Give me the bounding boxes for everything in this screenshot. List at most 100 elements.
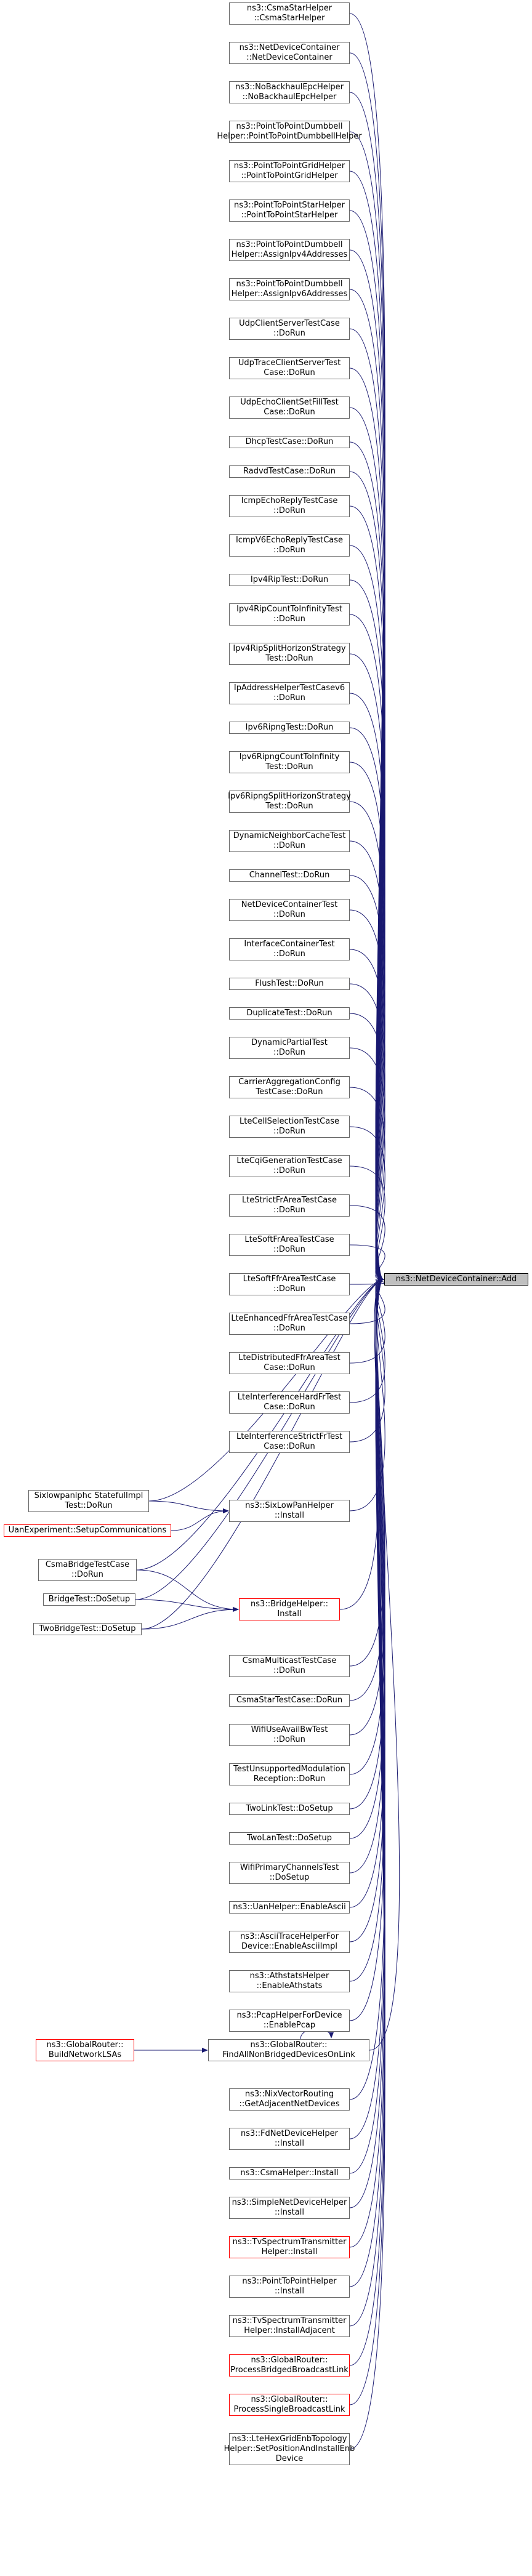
- node-label-line: LteInterferenceHardFrTest: [237, 1393, 342, 1402]
- caller-node-callers-34[interactable]: LteSoftFfrAreaTestCase::DoRun: [229, 1273, 350, 1295]
- node-label-line: LteInterferenceStrictFrTest: [236, 1432, 342, 1441]
- caller-node-two-bridge-test-dosetup[interactable]: TwoBridgeTest::DoSetup: [33, 1623, 142, 1635]
- node-label-line: TwoBridgeTest::DoSetup: [39, 1624, 136, 1633]
- caller-node-callers-15[interactable]: Ipv4RipTest::DoRun: [229, 574, 350, 586]
- caller-node-callers-24[interactable]: NetDeviceContainerTest::DoRun: [229, 899, 350, 921]
- caller-node-global-router-build-lsas[interactable]: ns3::GlobalRouter::BuildNetworkLSAs: [36, 2039, 134, 2061]
- caller-node-callers-30[interactable]: LteCellSelectionTestCase::DoRun: [229, 1116, 350, 1138]
- node-label-line: Case::DoRun: [264, 408, 315, 417]
- caller-node-callers3-2[interactable]: ns3::CsmaHelper::Install: [229, 2167, 350, 2180]
- caller-node-callers3-7[interactable]: ns3::GlobalRouter::ProcessBridgedBroadca…: [229, 2354, 350, 2377]
- caller-node-callers-14[interactable]: IcmpV6EchoReplyTestCase::DoRun: [229, 534, 350, 557]
- caller-node-callers2-0[interactable]: CsmaMulticastTestCase::DoRun: [229, 1655, 350, 1677]
- caller-node-callers-26[interactable]: FlushTest::DoRun: [229, 978, 350, 990]
- node-label-line: ::EnablePcap: [263, 2021, 316, 2030]
- caller-node-callers3-8[interactable]: ns3::GlobalRouter::ProcessSingleBroadcas…: [229, 2394, 350, 2416]
- caller-node-callers2-9[interactable]: ns3::AthstatsHelper::EnableAthstats: [229, 1970, 350, 1992]
- node-label-line: ns3::LteHexGridEnbTopology: [232, 2434, 347, 2444]
- caller-node-callers2-4[interactable]: TwoLinkTest::DoSetup: [229, 1803, 350, 1815]
- caller-node-callers-25[interactable]: InterfaceContainerTest::DoRun: [229, 938, 350, 960]
- caller-node-callers3-0[interactable]: ns3::NixVectorRouting::GetAdjacentNetDev…: [229, 2088, 350, 2111]
- node-label-line: Case::DoRun: [264, 1442, 315, 1451]
- caller-node-global-router-find-non-bridged[interactable]: ns3::GlobalRouter::FindAllNonBridgedDevi…: [208, 2039, 369, 2061]
- node-label-line: ns3::SimpleNetDeviceHelper: [232, 2198, 347, 2207]
- node-label-line: ::Install: [275, 2287, 304, 2296]
- caller-node-callers3-1[interactable]: ns3::FdNetDeviceHelper::Install: [229, 2128, 350, 2150]
- node-label-line: DuplicateTest::DoRun: [246, 1008, 332, 1018]
- caller-node-callers-19[interactable]: Ipv6RipngTest::DoRun: [229, 722, 350, 734]
- caller-node-callers-23[interactable]: ChannelTest::DoRun: [229, 869, 350, 882]
- node-label-line: CsmaStarTestCase::DoRun: [236, 1696, 343, 1705]
- node-label-line: Helper::InstallAdjacent: [244, 2326, 335, 2335]
- node-label-line: ns3::NetDeviceContainer: [239, 43, 340, 52]
- caller-node-callers-5[interactable]: ns3::PointToPointStarHelper::PointToPoin…: [229, 199, 350, 222]
- caller-node-callers-28[interactable]: DynamicPartialTest::DoRun: [229, 1037, 350, 1059]
- node-label-line: ProcessSingleBroadcastLink: [233, 2405, 345, 2414]
- caller-node-callers-0[interactable]: ns3::CsmaStarHelper::CsmaStarHelper: [229, 2, 350, 25]
- edge-to-target: [349, 1277, 385, 1443]
- caller-node-callers-22[interactable]: DynamicNeighborCacheTest::DoRun: [229, 830, 350, 852]
- caller-node-callers-2[interactable]: ns3::NoBackhaulEpcHelper::NoBackhaulEpcH…: [229, 81, 350, 103]
- caller-node-uan-setup-communications[interactable]: UanExperiment::SetupCommunications: [4, 1524, 171, 1537]
- caller-node-callers2-5[interactable]: TwoLanTest::DoSetup: [229, 1832, 350, 1845]
- caller-node-callers-1[interactable]: ns3::NetDeviceContainer::NetDeviceContai…: [229, 42, 350, 64]
- caller-node-callers-4[interactable]: ns3::PointToPointGridHelper::PointToPoin…: [229, 160, 350, 182]
- caller-node-bridge-test-dosetup[interactable]: BridgeTest::DoSetup: [43, 1593, 135, 1606]
- node-label-line: FlushTest::DoRun: [255, 979, 324, 988]
- caller-node-callers2-2[interactable]: WifiUseAvailBwTest::DoRun: [229, 1724, 350, 1746]
- node-label-line: ::DoRun: [71, 1570, 103, 1579]
- caller-node-callers-13[interactable]: IcmpEchoReplyTestCase::DoRun: [229, 495, 350, 517]
- caller-node-bridge-helper-install[interactable]: ns3::BridgeHelper::Install: [239, 1598, 340, 1620]
- node-label-line: ::DoRun: [273, 1048, 305, 1057]
- node-label-line: Device: [275, 2454, 304, 2463]
- caller-node-callers3-3[interactable]: ns3::SimpleNetDeviceHelper::Install: [229, 2197, 350, 2219]
- edge-caller: [148, 1500, 229, 1513]
- caller-node-callers-35[interactable]: LteEnhancedFfrAreaTestCase::DoRun: [229, 1313, 350, 1335]
- node-label-line: ::DoRun: [273, 1324, 305, 1333]
- node-label-line: CsmaBridgeTestCase: [45, 1560, 130, 1569]
- caller-node-callers2-1[interactable]: CsmaStarTestCase::DoRun: [229, 1694, 350, 1707]
- edge-to-target: [136, 1277, 384, 1571]
- node-label-line: Ipv4RipCountToInfinityTest: [236, 605, 342, 614]
- caller-node-csma-bridge-test[interactable]: CsmaBridgeTestCase::DoRun: [38, 1559, 137, 1581]
- caller-node-callers-27[interactable]: DuplicateTest::DoRun: [229, 1007, 350, 1020]
- node-label-line: CsmaMulticastTestCase: [242, 1656, 337, 1665]
- node-label-line: Helper::Install: [261, 2247, 318, 2256]
- caller-node-callers2-10[interactable]: ns3::PcapHelperForDevice::EnablePcap: [229, 2010, 350, 2032]
- caller-node-callers3-5[interactable]: ns3::PointToPointHelper::Install: [229, 2276, 350, 2298]
- node-label-line: ns3::PointToPointDumbbell: [236, 280, 343, 289]
- caller-node-callers2-6[interactable]: WifiPrimaryChannelsTest::DoSetup: [229, 1862, 350, 1884]
- caller-node-callers-31[interactable]: LteCqiGenerationTestCase::DoRun: [229, 1155, 350, 1177]
- caller-node-callers-8[interactable]: UdpClientServerTestCase::DoRun: [229, 318, 350, 340]
- caller-node-callers-18[interactable]: IpAddressHelperTestCasev6::DoRun: [229, 682, 350, 704]
- caller-node-callers-33[interactable]: LteSoftFrAreaTestCase::DoRun: [229, 1234, 350, 1256]
- node-label-line: LteSoftFrAreaTestCase: [244, 1235, 334, 1244]
- caller-node-sixlowpan-helper-install[interactable]: ns3::SixLowPanHelper::Install: [229, 1500, 350, 1522]
- node-label-line: Install: [277, 1609, 302, 1619]
- node-label-line: ns3::NixVectorRouting: [244, 2090, 334, 2099]
- caller-node-callers-12[interactable]: RadvdTestCase::DoRun: [229, 465, 350, 478]
- caller-node-callers-16[interactable]: Ipv4RipCountToInfinityTest::DoRun: [229, 603, 350, 626]
- caller-node-callers2-7[interactable]: ns3::UanHelper::EnableAscii: [229, 1901, 350, 1914]
- node-label-line: ::DoRun: [273, 949, 305, 959]
- caller-node-callers-32[interactable]: LteStrictFrAreaTestCase::DoRun: [229, 1194, 350, 1217]
- caller-node-callers-11[interactable]: DhcpTestCase::DoRun: [229, 436, 350, 448]
